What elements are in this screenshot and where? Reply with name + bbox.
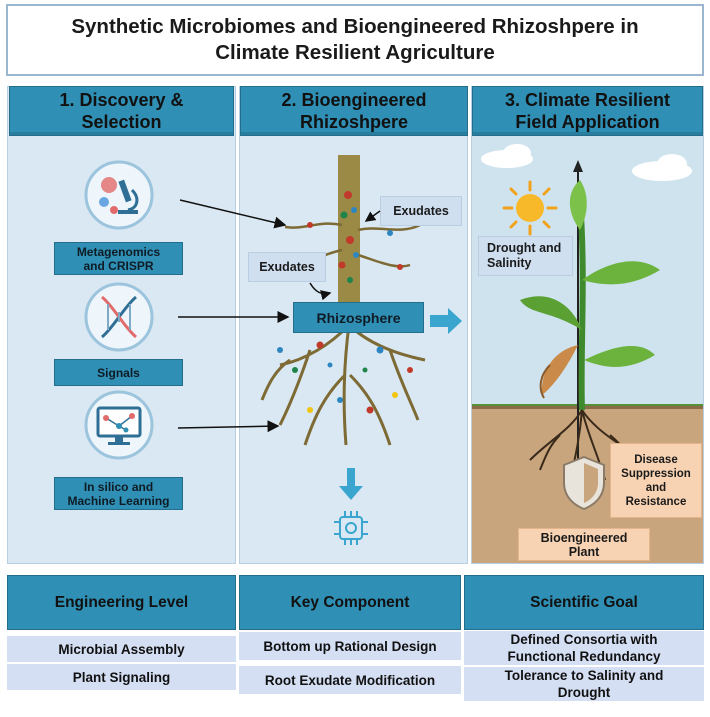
column-heading-field: 3. Climate Resilient Field Application: [472, 86, 703, 136]
page-title: Synthetic Microbiomes and Bioengineered …: [71, 15, 639, 64]
column-heading-discovery: 1. Discovery & Selection: [9, 86, 234, 136]
plant-illustration: [520, 160, 660, 481]
discovery-label-metagenomics: Metagenomics and CRISPR: [54, 242, 183, 275]
discovery-label-signals: Signals: [54, 359, 183, 386]
title-box: Synthetic Microbiomes and Bioengineered …: [6, 4, 704, 76]
bioengineered-plant-label: Bioengineered Plant: [518, 528, 650, 561]
chip-icon: [334, 511, 368, 545]
table-cell-defined-consortia: Defined Consortia with Functional Redund…: [464, 631, 704, 665]
monitor-network-icon: [84, 390, 154, 460]
sun-icon: [502, 180, 558, 236]
table-cell-rational-design: Bottom up Rational Design: [239, 632, 461, 660]
table-cell-root-exudate: Root Exudate Modification: [239, 666, 461, 694]
microscope-icon: [84, 160, 154, 230]
table-cell-plant-signaling: Plant Signaling: [7, 664, 236, 690]
table-cell-tolerance: Tolerance to Salinity and Drought: [464, 667, 704, 701]
table-header-engineering: Engineering Level: [7, 575, 236, 630]
table-cell-microbial-assembly: Microbial Assembly: [7, 636, 236, 662]
drought-salinity-label: Drought and Salinity: [478, 236, 573, 276]
cloud-icon: [481, 144, 692, 181]
rhizosphere-center-label: Rhizosphere: [293, 302, 424, 333]
rhizosphere-illustration: [260, 155, 426, 446]
column-heading-rhizosphere: 2. Bioengineered Rhizoshpere: [240, 86, 468, 136]
shield-icon: [563, 455, 605, 511]
down-arrow: [339, 468, 363, 500]
dna-icon: [84, 282, 154, 352]
table-header-component: Key Component: [239, 575, 461, 630]
flow-arrows: [177, 199, 290, 433]
table-header-goal: Scientific Goal: [464, 575, 704, 630]
exudates-label-top: Exudates: [380, 196, 462, 226]
exudate-arrows: [309, 210, 381, 301]
exudates-label-left: Exudates: [248, 252, 326, 282]
transition-arrow: [430, 308, 462, 334]
discovery-label-insilico: In silico and Machine Learning: [54, 477, 183, 510]
disease-suppression-label: Disease Suppression and Resistance: [610, 443, 702, 518]
